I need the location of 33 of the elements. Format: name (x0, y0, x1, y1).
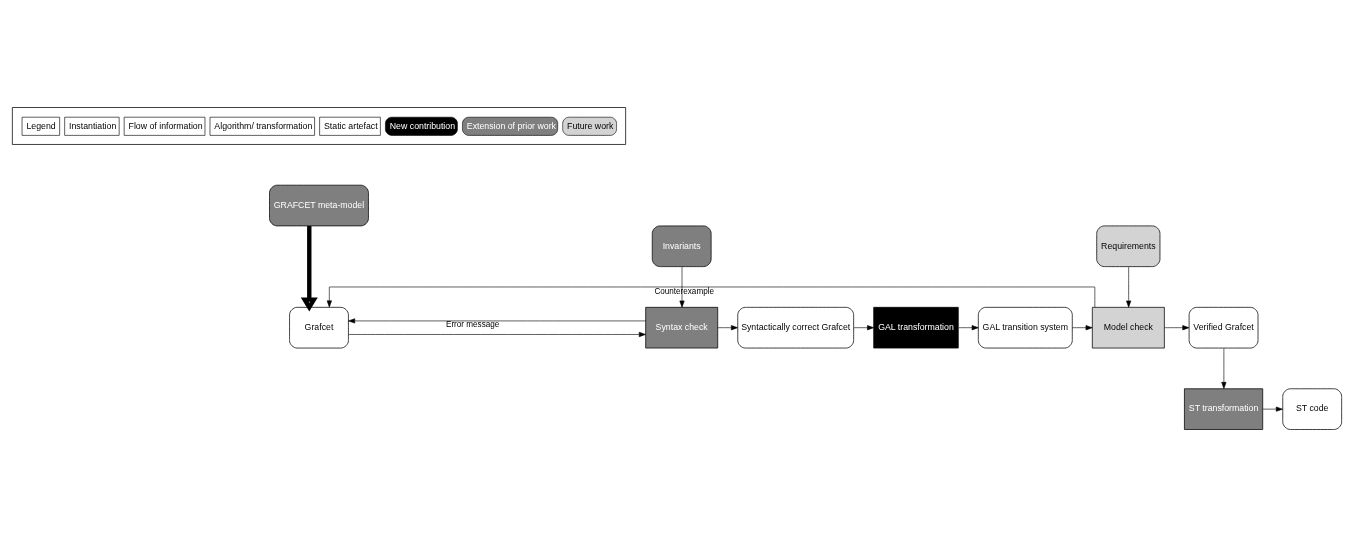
arrow (348, 317, 646, 323)
arrow (1072, 324, 1093, 330)
legend-label: Flow of information (128, 120, 203, 131)
legend-label: Instantiation (69, 120, 117, 131)
legend-label: New contribution (389, 120, 456, 131)
legend-label: Static artefact (324, 120, 378, 131)
node-box: Verified Grafcet (1188, 306, 1259, 348)
node-box: Syntactically correct Grafcet (737, 306, 855, 348)
label: Legend (26, 120, 56, 131)
arrow (679, 266, 685, 307)
arrow (326, 286, 1096, 307)
arrow (1126, 266, 1132, 307)
node-box: GAL transition system (977, 306, 1073, 348)
legend-label: Extension of prior work (466, 120, 556, 131)
node-box: Syntax check (645, 306, 719, 348)
legend-label: Future work (567, 120, 614, 131)
node-box: Requirements (1096, 225, 1161, 267)
legend-label: Algorithm/ transformation (214, 120, 313, 131)
node-box: Invariants (651, 225, 712, 267)
node-box: GRAFCET meta-model (269, 184, 369, 226)
arrow (1262, 406, 1283, 412)
arrow (1221, 347, 1227, 389)
arrow (717, 324, 738, 330)
node-box: ST transformation (1184, 387, 1264, 430)
arrow (1164, 324, 1190, 330)
node-box: Model check (1091, 306, 1165, 348)
arrow (853, 324, 874, 330)
arrow (348, 331, 646, 337)
node-box: Grafcet (289, 306, 349, 348)
arrow (300, 225, 318, 311)
arrow (958, 324, 979, 330)
node-box: ST code (1282, 387, 1343, 430)
node-box: GAL transformation (873, 306, 959, 348)
